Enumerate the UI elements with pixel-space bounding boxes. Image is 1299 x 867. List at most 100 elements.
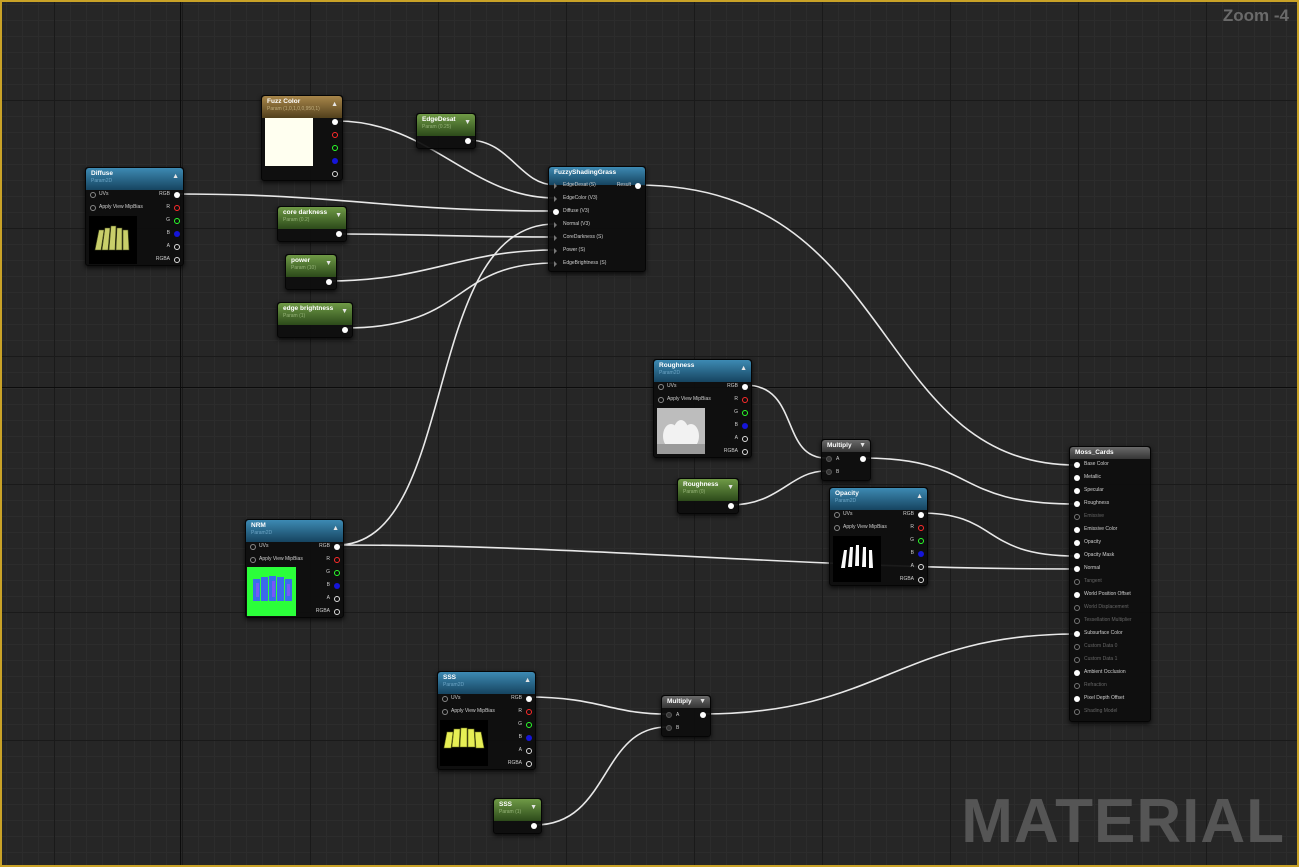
output-pin-r[interactable] [918,525,924,531]
material-input-pin[interactable] [1074,683,1080,689]
output-pin-a[interactable] [526,748,532,754]
node-header[interactable]: edge brightness Param (1) ▼ [278,303,352,325]
output-pin-g[interactable] [334,570,340,576]
output-pin-rgb[interactable] [174,192,180,198]
output-pin-r[interactable] [526,709,532,715]
collapse-chevron-icon[interactable]: ▲ [172,173,179,180]
input-pin-uvs[interactable] [90,192,96,198]
node-header[interactable]: NRM Param2D ▲ [246,520,343,542]
output-pin-b[interactable] [742,423,748,429]
node-sss-param[interactable]: SSS Param (1) ▼ [493,798,542,834]
input-pin-uvs[interactable] [658,384,664,390]
node-header[interactable]: power Param (10) ▼ [286,255,336,277]
output-pin[interactable] [342,327,348,333]
output-pin-a[interactable] [332,171,338,177]
node-header[interactable]: core darkness Param (0.2) ▼ [278,207,346,229]
node-header[interactable]: Diffuse Param2D ▲ [86,168,183,190]
node-multiply-sss[interactable]: Multiply ▼ A B [661,695,711,737]
output-pin-b[interactable] [332,158,338,164]
output-pin-rgb[interactable] [918,512,924,518]
collapse-chevron-icon[interactable]: ▼ [699,698,706,705]
input-pin-a[interactable] [666,712,672,718]
node-normal-texture[interactable]: NRM Param2D ▲ UVs Apply View MipBias RGB… [245,519,344,618]
input-pin-edgecolor[interactable] [554,196,557,202]
material-input-pin[interactable] [1074,644,1080,650]
output-pin-r[interactable] [334,557,340,563]
material-input-pin[interactable] [1074,657,1080,663]
node-core-darkness[interactable]: core darkness Param (0.2) ▼ [277,206,347,242]
output-pin-g[interactable] [332,145,338,151]
material-input-pin[interactable] [1074,696,1080,702]
output-pin-a[interactable] [334,596,340,602]
output-pin[interactable] [326,279,332,285]
material-input-pin[interactable] [1074,631,1080,637]
output-pin-result[interactable] [635,183,641,189]
collapse-chevron-icon[interactable]: ▼ [325,260,332,267]
node-multiply-roughness[interactable]: Multiply ▼ A B [821,439,871,481]
output-pin-rgb[interactable] [526,696,532,702]
input-pin-uvs[interactable] [250,544,256,550]
collapse-chevron-icon[interactable]: ▼ [335,212,342,219]
collapse-chevron-icon[interactable]: ▼ [530,804,537,811]
collapse-chevron-icon[interactable]: ▲ [331,101,338,108]
output-pin-rgb[interactable] [332,119,338,125]
material-input-pin[interactable] [1074,605,1080,611]
input-pin-mipbias[interactable] [442,709,448,715]
node-sss-texture[interactable]: SSS Param2D ▲ UVs Apply View MipBias RGB… [437,671,536,770]
node-header[interactable]: Multiply ▼ [822,440,870,452]
material-input-pin[interactable] [1074,618,1080,624]
node-header[interactable]: FuzzyShadingGrass [549,167,645,185]
material-input-pin[interactable] [1074,527,1080,533]
output-pin-rgba[interactable] [174,257,180,263]
output-pin[interactable] [465,138,471,144]
output-pin-g[interactable] [174,218,180,224]
input-pin-edgebrightness[interactable] [554,261,557,267]
input-pin-uvs[interactable] [834,512,840,518]
input-pin-uvs[interactable] [442,696,448,702]
node-header[interactable]: Roughness Param2D ▲ [654,360,751,382]
material-input-pin[interactable] [1074,462,1080,468]
collapse-chevron-icon[interactable]: ▲ [524,677,531,684]
node-diffuse-texture[interactable]: Diffuse Param2D ▲ UVs Apply View MipBias… [85,167,184,266]
node-header[interactable]: SSS Param (1) ▼ [494,799,541,821]
input-pin-a[interactable] [826,456,832,462]
material-input-pin[interactable] [1074,670,1080,676]
node-fuzz-color[interactable]: Fuzz Color Param (1,0,1,0,0,950,1) ▲ [261,95,343,181]
node-edge-brightness[interactable]: edge brightness Param (1) ▼ [277,302,353,338]
collapse-chevron-icon[interactable]: ▲ [332,525,339,532]
collapse-chevron-icon[interactable]: ▲ [740,365,747,372]
output-pin-b[interactable] [918,551,924,557]
node-fuzzy-shading-grass[interactable]: FuzzyShadingGrass EdgeDesat (S) EdgeColo… [548,166,646,272]
input-pin-mipbias[interactable] [834,525,840,531]
material-input-pin[interactable] [1074,501,1080,507]
node-power[interactable]: power Param (10) ▼ [285,254,337,290]
output-pin-rgba[interactable] [742,449,748,455]
input-pin-mipbias[interactable] [90,205,96,211]
node-roughness-texture[interactable]: Roughness Param2D ▲ UVs Apply View MipBi… [653,359,752,458]
collapse-chevron-icon[interactable]: ▼ [859,442,866,449]
output-pin-g[interactable] [742,410,748,416]
input-pin-coredarkness[interactable] [554,235,557,241]
output-pin[interactable] [531,823,537,829]
output-pin-rgba[interactable] [526,761,532,767]
input-pin-diffuse[interactable] [553,209,559,215]
output-pin-r[interactable] [332,132,338,138]
output-pin-g[interactable] [918,538,924,544]
node-header[interactable]: Opacity Param2D ▲ [830,488,927,510]
node-header[interactable]: Multiply ▼ [662,696,710,708]
output-pin[interactable] [336,231,342,237]
material-input-pin[interactable] [1074,579,1080,585]
material-input-pin[interactable] [1074,553,1080,559]
node-header[interactable]: SSS Param2D ▲ [438,672,535,694]
output-pin-b[interactable] [526,735,532,741]
node-edge-desat[interactable]: EdgeDesat Param (0.25) ▼ [416,113,476,149]
input-pin-mipbias[interactable] [250,557,256,563]
node-roughness-param[interactable]: Roughness Param (0) ▼ [677,478,739,514]
material-input-pin[interactable] [1074,709,1080,715]
input-pin-mipbias[interactable] [658,397,664,403]
input-pin-b[interactable] [666,725,672,731]
output-pin-rgb[interactable] [742,384,748,390]
collapse-chevron-icon[interactable]: ▼ [464,119,471,126]
